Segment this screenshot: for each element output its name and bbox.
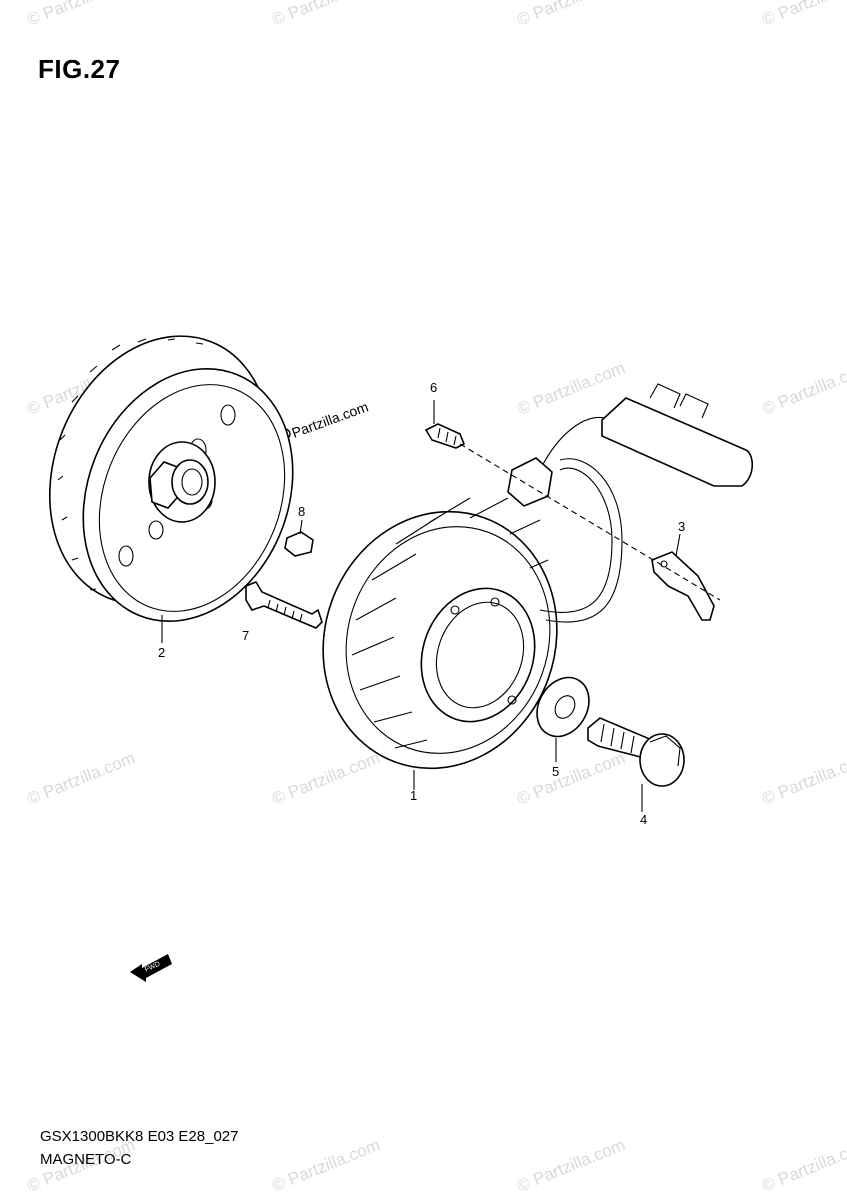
watermark-text: © Partzilla.com (514, 0, 627, 30)
part-number-1: 1 (410, 788, 417, 803)
part-number-3: 3 (678, 519, 685, 534)
part-number-6: 6 (430, 380, 437, 395)
watermark-text: © Partzilla.com (269, 748, 382, 809)
flange-bolt-icon (587, 717, 685, 787)
watermark-text: © Partzilla.com (759, 748, 847, 809)
part-number-2: 2 (158, 645, 165, 660)
leader-lines (161, 400, 721, 812)
watermark-text: © Partzilla.com (514, 748, 627, 809)
screw-icon (424, 423, 466, 449)
watermark-text: © Partzilla.com (269, 1135, 382, 1196)
wire-harness-icon (507, 383, 754, 623)
part-number-8: 8 (298, 504, 305, 519)
stud-bolt-icon (245, 581, 323, 629)
diagram-code: GSX1300BKK8 E03 E28_027 (40, 1128, 239, 1145)
washer-icon (536, 676, 590, 738)
flywheel-rotor-icon (48, 335, 294, 623)
fwd-arrow-icon: FWD (130, 954, 172, 982)
watermark-text: © Partzilla.com (759, 1135, 847, 1196)
watermark-text: © Partzilla.com (759, 0, 847, 30)
figure-title: FIG.27 (38, 54, 121, 84)
partzilla-stamp: Partzilla.com (279, 398, 371, 441)
watermark-text: © Partzilla.com (24, 0, 137, 30)
watermark-text: © Partzilla.com (24, 748, 137, 809)
key-icon (284, 531, 314, 557)
watermark-text: © Partzilla.com (759, 358, 847, 419)
part-number-7: 7 (242, 628, 249, 643)
wire-clamp-icon (651, 551, 715, 621)
watermark-text: © Partzilla.com (269, 0, 382, 30)
diagram-name: MAGNETO-C (40, 1151, 132, 1168)
part-number-5: 5 (552, 764, 559, 779)
watermark-text: © Partzilla.com (514, 358, 627, 419)
watermark-text: © Partzilla.com (514, 1135, 627, 1196)
part-number-4: 4 (640, 812, 647, 827)
stator-coil-icon (322, 497, 558, 770)
partzilla-stamp-text: Partzilla.com (290, 398, 371, 440)
